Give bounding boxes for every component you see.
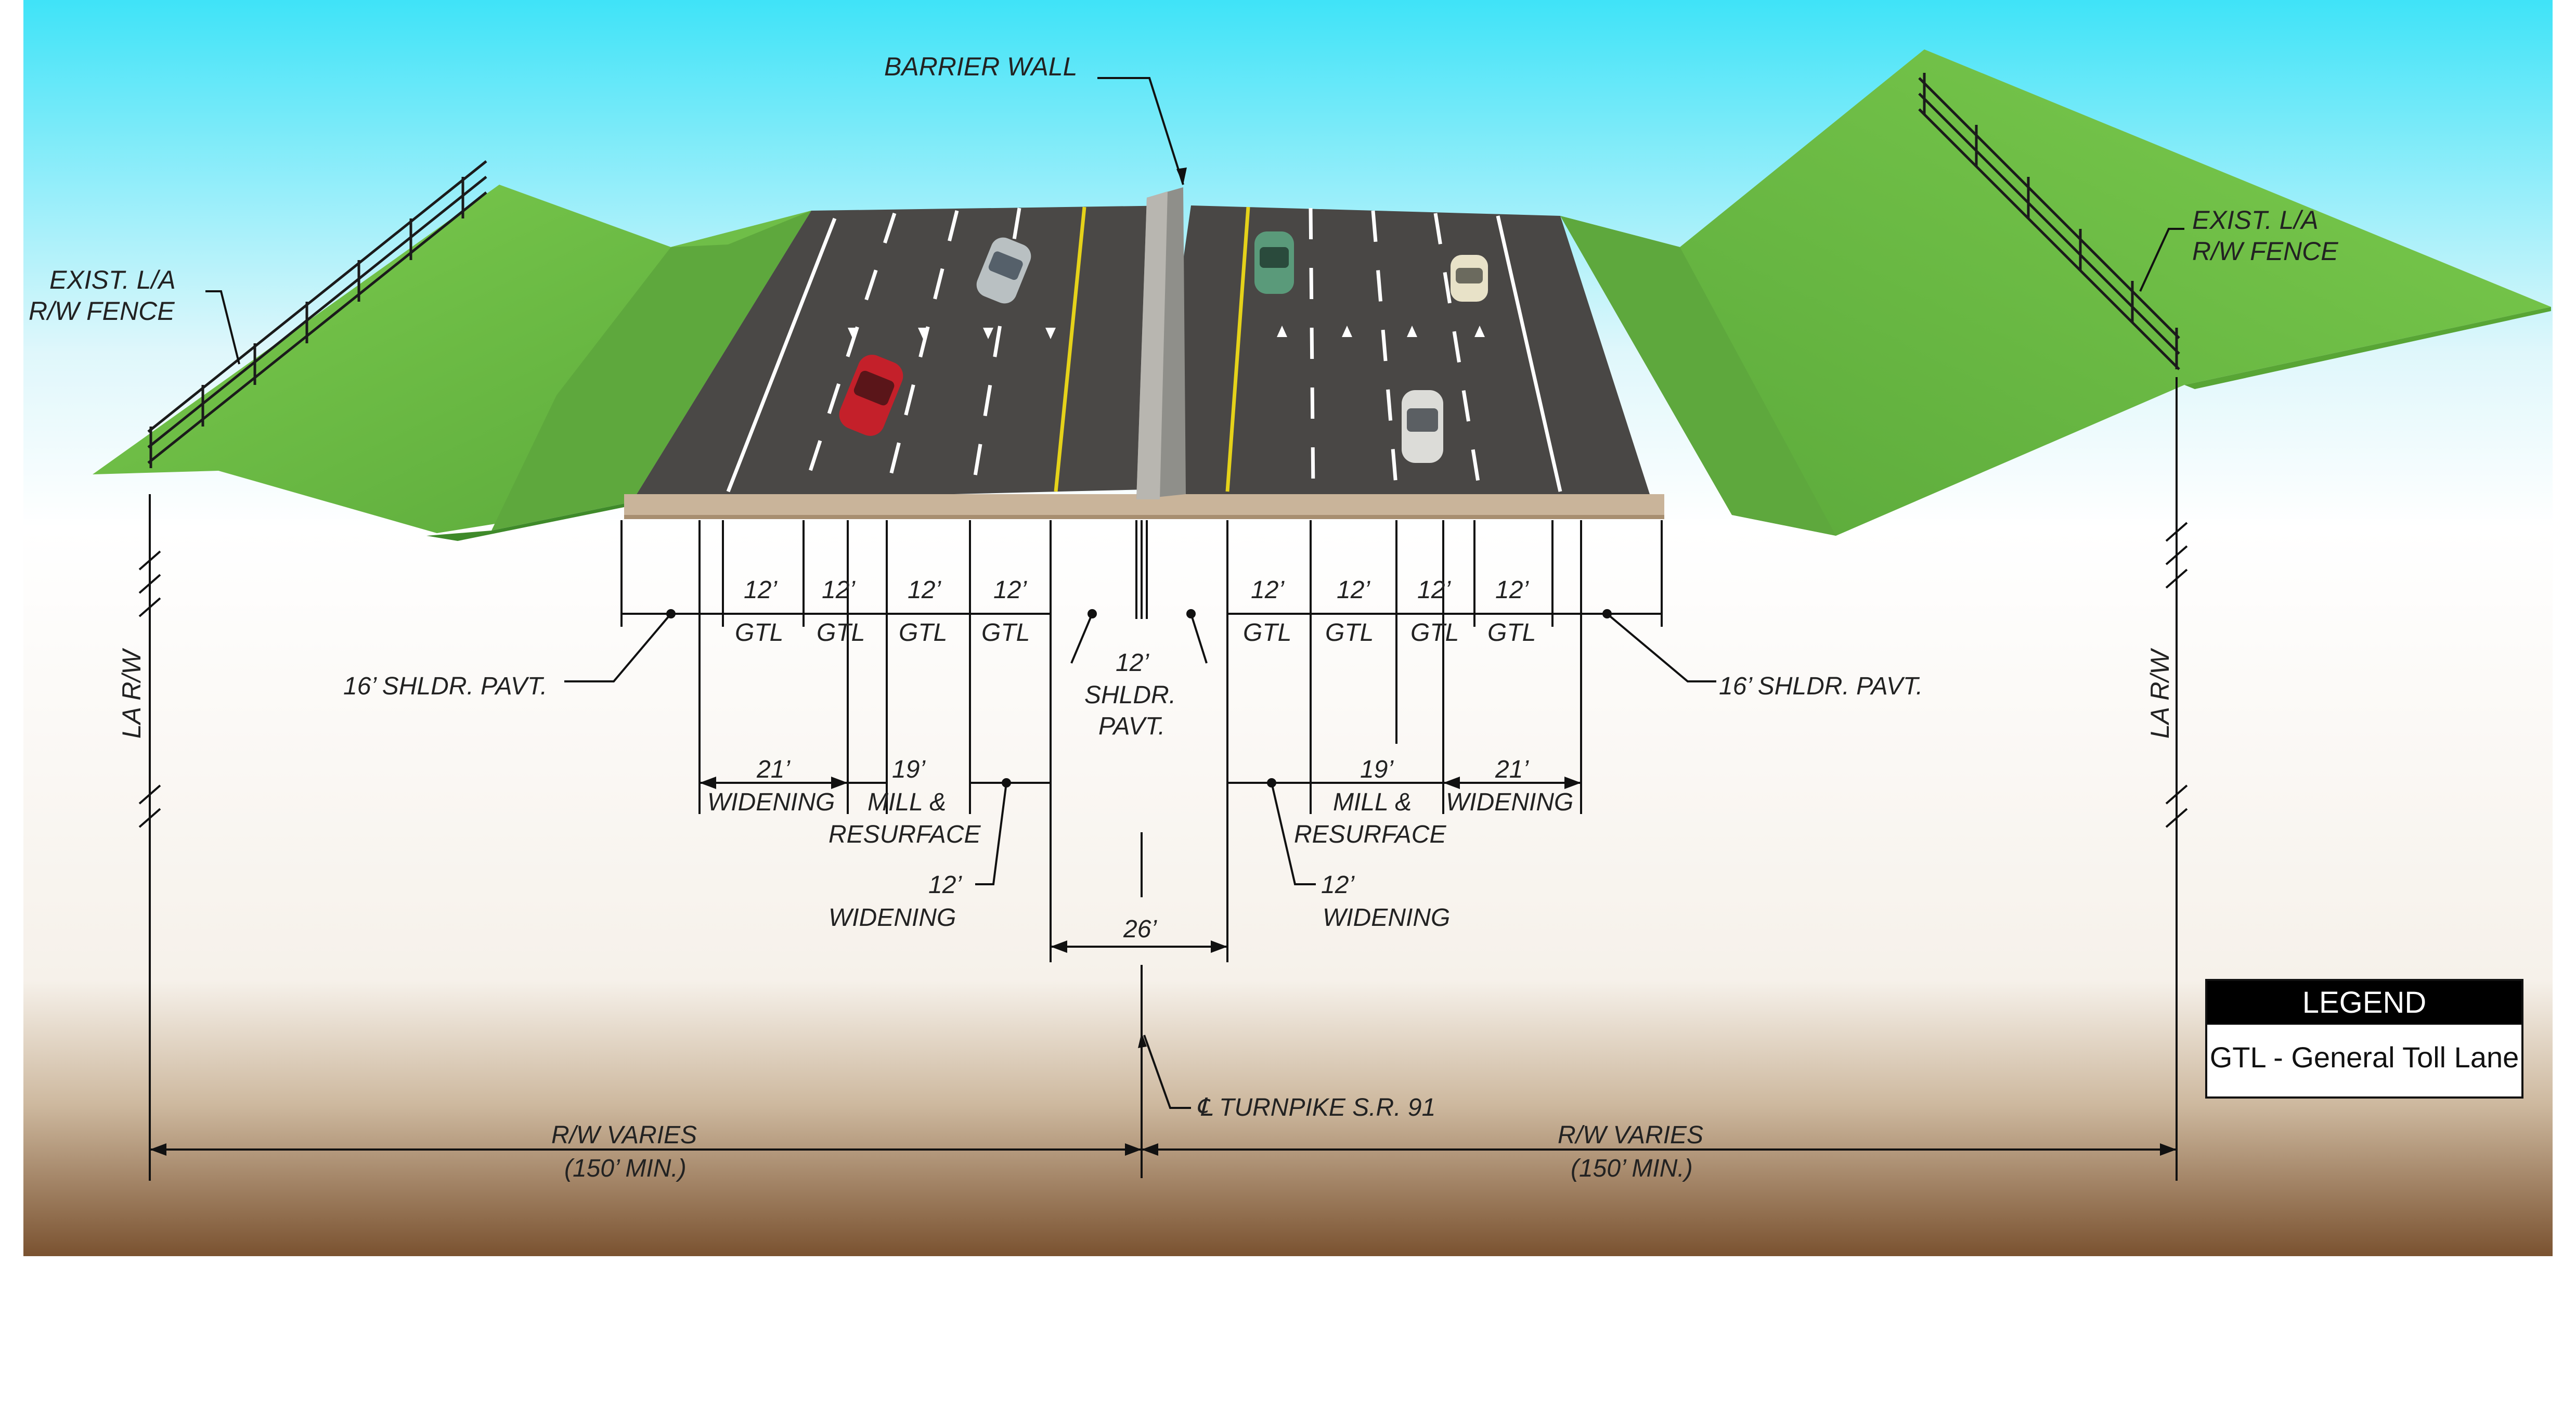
right-fence-label-line2: R/W FENCE	[2192, 237, 2338, 266]
left-fence-label-line2: R/W FENCE	[29, 296, 175, 326]
dimension-arrowheads	[150, 167, 2177, 1156]
lane-1-type: GTL	[735, 619, 783, 647]
vehicles	[839, 231, 1488, 463]
centerline-label: ℄ TURNPIKE S.R. 91	[1196, 1094, 1435, 1121]
lane-2-width: 12’	[822, 576, 856, 604]
lane-6-type: GTL	[1325, 619, 1374, 647]
lane-3-type: GTL	[899, 619, 947, 647]
lane-width-labels: 12’ GTL 12’ GTL 12’ GTL 12’ GTL 12’ GTL …	[735, 576, 1536, 647]
legend-title: LEGEND	[2207, 981, 2521, 1025]
lane-7-width: 12’	[1417, 576, 1451, 604]
legend: LEGEND GTL - General Toll Lane	[2205, 979, 2523, 1099]
right-fence	[1918, 73, 2180, 370]
lane-8-width: 12’	[1495, 576, 1529, 604]
left-widening-21-width: 21’	[756, 756, 791, 783]
roadway-pavement	[624, 187, 1664, 519]
right-rw-min: (150’ MIN.)	[1571, 1155, 1693, 1182]
left-rw-min: (150’ MIN.)	[564, 1155, 687, 1182]
car-white	[1402, 390, 1443, 463]
dimension-lines	[138, 77, 2188, 1181]
lane-5-type: GTL	[1243, 619, 1291, 647]
barrier-wall-label: BARRIER WALL	[884, 52, 1077, 81]
left-shoulder-label: 16’ SHLDR. PAVT.	[343, 673, 547, 700]
median-shoulder-width: 12’	[1116, 649, 1149, 677]
lane-8-type: GTL	[1487, 619, 1536, 647]
car-green	[1254, 231, 1294, 294]
lane-2-type: GTL	[817, 619, 865, 647]
car-silver	[976, 237, 1031, 304]
right-shoulder-label: 16’ SHLDR. PAVT.	[1719, 673, 1923, 700]
right-rw-varies: R/W VARIES	[1558, 1121, 1703, 1149]
car-cream	[1451, 255, 1488, 302]
lane-arrows	[848, 326, 1485, 339]
right-widening-21-width: 21’	[1495, 756, 1529, 783]
right-mill-label-1: MILL &	[1333, 789, 1412, 816]
left-widening-12-label: WIDENING	[829, 904, 956, 932]
left-fence-label-line1: EXIST. L/A	[49, 265, 176, 294]
left-mill-label-2: RESURFACE	[829, 821, 981, 848]
right-widening-12-label: WIDENING	[1323, 904, 1450, 932]
median-26-width: 26’	[1123, 915, 1157, 943]
right-embankment	[1560, 49, 2551, 536]
lane-3-width: 12’	[908, 576, 941, 604]
lane-1-width: 12’	[744, 576, 778, 604]
right-mill-width: 19’	[1360, 756, 1394, 783]
left-embankment	[93, 185, 811, 541]
right-widening-21-label: WIDENING	[1446, 789, 1573, 816]
median-shoulder-label-2: PAVT.	[1098, 713, 1165, 740]
lane-4-type: GTL	[981, 619, 1030, 647]
left-mill-width: 19’	[892, 756, 926, 783]
left-rw-varies: R/W VARIES	[551, 1121, 697, 1149]
right-la-rw-label: LA R/W	[2145, 648, 2174, 739]
median-shoulder-label-1: SHLDR.	[1084, 681, 1176, 709]
left-la-rw-label: LA R/W	[117, 648, 146, 739]
right-fence-label-line1: EXIST. L/A	[2192, 205, 2319, 235]
right-widening-12-width: 12’	[1321, 871, 1355, 899]
car-red	[839, 355, 903, 436]
left-widening-12-width: 12’	[928, 871, 962, 899]
lane-4-width: 12’	[993, 576, 1027, 604]
left-widening-21-label: WIDENING	[707, 789, 835, 816]
lane-5-width: 12’	[1251, 576, 1285, 604]
lane-stripes	[726, 206, 1562, 493]
lane-7-type: GTL	[1410, 619, 1459, 647]
legend-item-gtl: GTL - General Toll Lane	[2209, 1041, 2519, 1074]
lane-6-width: 12’	[1337, 576, 1370, 604]
left-fence	[147, 160, 487, 468]
right-mill-label-2: RESURFACE	[1294, 821, 1446, 848]
left-mill-label-1: MILL &	[868, 789, 946, 816]
